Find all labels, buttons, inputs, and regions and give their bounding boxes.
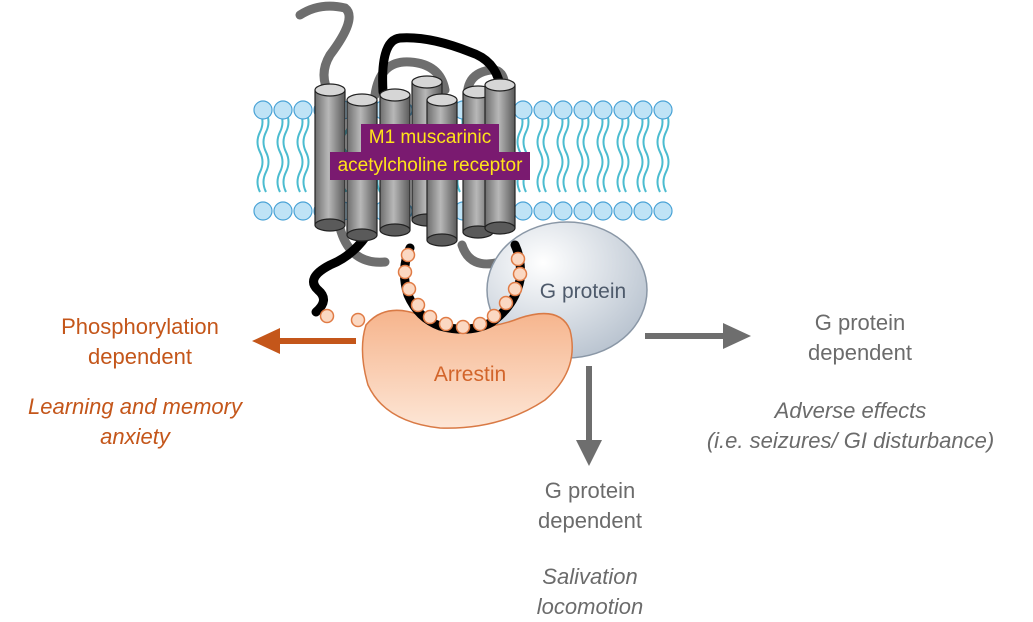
- left-outcome-heading: Phosphorylation dependent: [10, 312, 270, 372]
- phosphate-bead: [438, 316, 454, 332]
- phosphate-bead: [512, 266, 528, 282]
- lipid-head: [593, 201, 613, 221]
- receptor-label-line1: M1 muscarinic: [360, 124, 500, 152]
- lipid-head: [273, 100, 293, 120]
- lipid-tail: [636, 111, 650, 193]
- lipid-head: [513, 100, 533, 120]
- phosphate-bead: [472, 316, 488, 332]
- lipid-tail: [296, 111, 310, 193]
- lipid-tail: [596, 111, 610, 193]
- lipid-head: [253, 201, 273, 221]
- lipid-head: [633, 201, 653, 221]
- lipid-tail: [256, 111, 270, 193]
- left-effects-line1: Learning and memory: [27, 394, 242, 419]
- lipid-tail: [616, 111, 630, 193]
- receptor-loops-front: [309, 33, 505, 317]
- lipid-tail: [556, 111, 570, 193]
- lipid-tail: [576, 111, 590, 193]
- lipid-head: [613, 201, 633, 221]
- lipid-head: [653, 100, 673, 120]
- bottom-outcome-heading: G protein dependent: [500, 476, 680, 536]
- bottom-heading-line1: G protein: [544, 478, 636, 503]
- phosphate-bead: [401, 281, 417, 297]
- lipid-head: [273, 201, 293, 221]
- lipid-head: [533, 100, 553, 120]
- lipid-tail: [536, 111, 550, 193]
- lipid-head: [653, 201, 673, 221]
- arrow-left: [252, 328, 356, 354]
- lipid-head: [553, 201, 573, 221]
- lipid-head: [253, 100, 273, 120]
- phosphate-bead: [498, 295, 514, 311]
- left-outcome-effects: Learning and memory anxiety: [0, 392, 270, 452]
- left-effects-line2: anxiety: [100, 424, 170, 449]
- phosphate-bead: [422, 309, 438, 325]
- phosphate-bead: [510, 251, 526, 267]
- lipid-head: [533, 201, 553, 221]
- left-heading-line2: dependent: [88, 344, 192, 369]
- lipid-head: [293, 100, 313, 120]
- bottom-effects-line1: Salivation: [542, 564, 638, 589]
- right-effects-line2: (i.e. seizures/ GI disturbance): [706, 428, 995, 453]
- arrestin-label: Arrestin: [434, 363, 506, 386]
- phosphorylation-sites: [319, 247, 528, 335]
- right-heading-line1: G protein: [814, 310, 906, 335]
- right-outcome-heading: G protein dependent: [770, 308, 950, 368]
- phosphate-bead: [486, 308, 502, 324]
- left-heading-line1: Phosphorylation: [61, 314, 219, 339]
- lipid-tail: [276, 111, 290, 193]
- receptor-label-line2: acetylcholine receptor: [329, 152, 531, 180]
- lipid-tail: [656, 111, 670, 193]
- lipid-head: [613, 100, 633, 120]
- bottom-outcome-effects: Salivation locomotion: [500, 562, 680, 622]
- lipid-head: [513, 201, 533, 221]
- phosphate-bead: [397, 264, 413, 280]
- lipid-head: [573, 100, 593, 120]
- phosphate-bead: [410, 297, 426, 313]
- phosphate-bead: [455, 319, 471, 335]
- lipid-head: [293, 201, 313, 221]
- arrow-right: [645, 323, 751, 349]
- phosphate-bead: [319, 308, 335, 324]
- receptor-label: M1 muscarinic acetylcholine receptor: [304, 124, 556, 180]
- g-protein-label: G protein: [540, 280, 626, 303]
- lipid-head: [633, 100, 653, 120]
- lipid-head: [593, 100, 613, 120]
- lipid-head: [573, 201, 593, 221]
- right-outcome-effects: Adverse effects (i.e. seizures/ GI distu…: [668, 396, 1033, 456]
- phosphate-bead: [350, 312, 366, 328]
- lipid-head: [553, 100, 573, 120]
- arrow-down: [576, 366, 602, 466]
- right-heading-line2: dependent: [808, 340, 912, 365]
- bottom-heading-line2: dependent: [538, 508, 642, 533]
- phosphate-bead: [507, 281, 523, 297]
- bottom-effects-line2: locomotion: [536, 594, 644, 619]
- right-effects-line1: Adverse effects: [774, 398, 927, 423]
- phosphate-bead: [400, 247, 416, 263]
